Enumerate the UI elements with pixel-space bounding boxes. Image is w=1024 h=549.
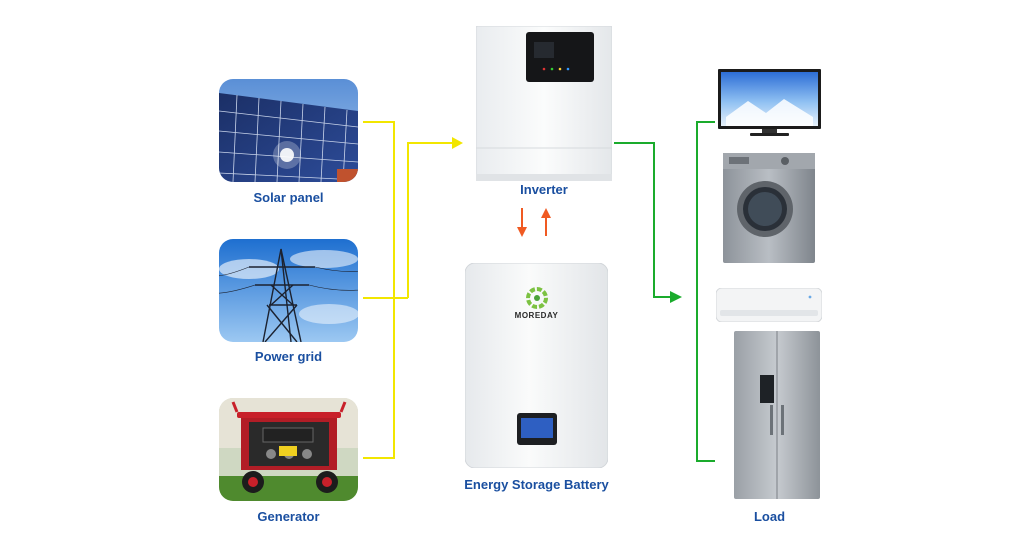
input-arrowhead — [452, 137, 463, 149]
power-tower-icon — [219, 239, 358, 342]
battery-icon — [465, 263, 608, 468]
battery-label: Energy Storage Battery — [440, 477, 633, 492]
washing-machine-icon — [723, 153, 815, 263]
power-grid-image — [219, 239, 358, 342]
battery-unit — [465, 263, 608, 468]
tv-image — [718, 69, 821, 139]
solar-panel-icon — [219, 79, 358, 182]
output-arrowhead — [670, 291, 682, 303]
generator-icon — [219, 398, 358, 501]
washing-machine-image — [723, 153, 815, 263]
generator-image — [219, 398, 358, 501]
inverter-icon — [476, 26, 612, 181]
generator-label: Generator — [219, 509, 358, 524]
tv-icon — [718, 69, 821, 139]
solar-panel-image — [219, 79, 358, 182]
air-conditioner-image — [716, 288, 822, 322]
input-lines — [363, 122, 452, 458]
refrigerator-image — [734, 331, 820, 499]
output-lines — [614, 122, 715, 461]
load-label: Load — [718, 509, 821, 524]
inverter-label: Inverter — [476, 182, 612, 197]
battery-flow-arrows — [517, 208, 551, 237]
refrigerator-icon — [734, 331, 820, 499]
power-grid-label: Power grid — [219, 349, 358, 364]
battery-brand: MOREDAY — [465, 311, 608, 320]
solar-panel-label: Solar panel — [219, 190, 358, 205]
air-conditioner-icon — [716, 288, 822, 322]
inverter-unit — [476, 26, 612, 181]
